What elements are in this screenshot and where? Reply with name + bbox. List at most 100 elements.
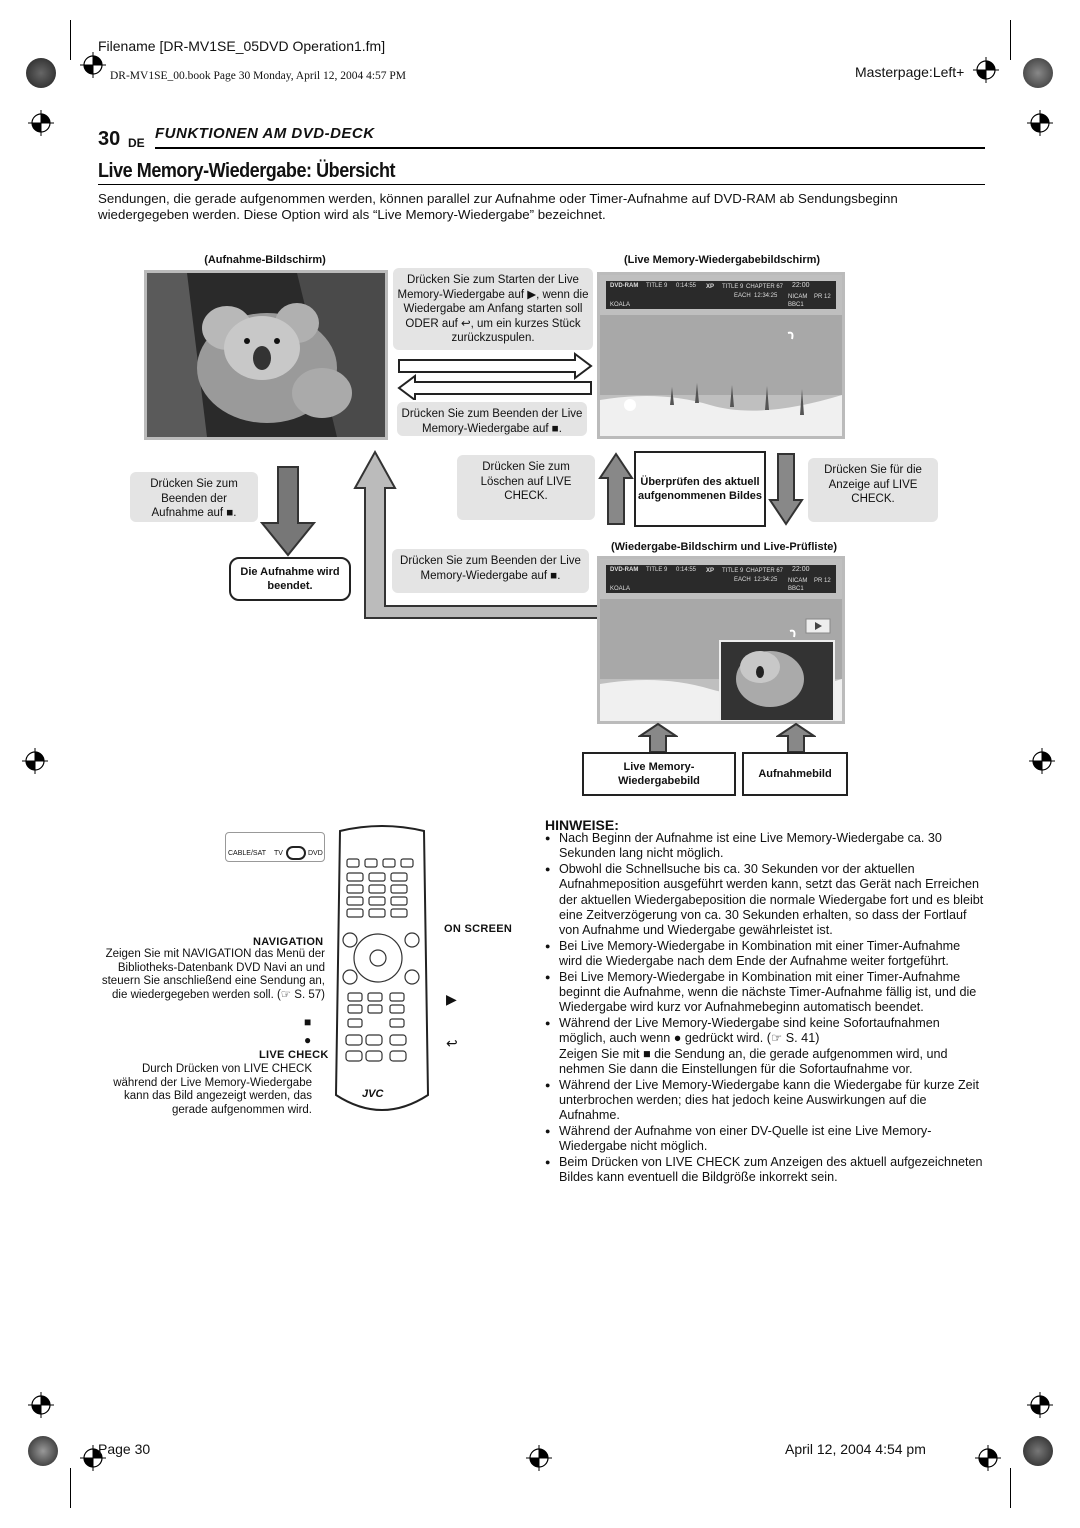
osd-pr: PR 12 bbox=[814, 294, 831, 300]
note-item: Während der Live Memory-Wiedergabe sind … bbox=[545, 1016, 985, 1047]
registration-mark-icon bbox=[526, 1445, 552, 1471]
box-live-image: Live Memory-Wiedergabebild bbox=[582, 752, 736, 796]
label-live-check: LIVE CHECK bbox=[259, 1049, 329, 1061]
osd-name: KOALA bbox=[610, 302, 631, 308]
osd-chapter: CHAPTER 67 bbox=[746, 568, 784, 574]
color-target-icon bbox=[1023, 1436, 1053, 1466]
section-title: FUNKTIONEN AM DVD-DECK bbox=[155, 125, 375, 142]
intro-paragraph: Sendungen, die gerade aufgenommen werden… bbox=[98, 191, 898, 222]
registration-mark-icon bbox=[80, 1445, 106, 1471]
osd-nicam: NICAM bbox=[788, 294, 808, 300]
osd-each: EACH bbox=[734, 577, 751, 583]
pane-end-recording: Drücken Sie zum Beenden der Aufnahme auf… bbox=[130, 472, 258, 522]
osd-time: 0:14:55 bbox=[676, 567, 697, 573]
registration-mark-icon bbox=[28, 1392, 54, 1418]
header-book-line: DR-MV1SE_00.book Page 30 Monday, April 1… bbox=[110, 70, 407, 82]
osd-elapsed: 12:34:25 bbox=[754, 577, 778, 583]
arrow-up-icon bbox=[638, 722, 678, 752]
osd-elapsed: 12:34:25 bbox=[754, 293, 778, 299]
note-subparagraph: Zeigen Sie mit ■ die Sendung an, die ger… bbox=[559, 1046, 948, 1077]
osd-time: 0:14:55 bbox=[676, 283, 697, 289]
osd-clock: 22:00 bbox=[792, 566, 810, 573]
osd-mode: DVD-RAM bbox=[610, 283, 639, 289]
osd-title2: TITLE 9 bbox=[722, 284, 744, 290]
notes-title: HINWEISE: bbox=[545, 817, 619, 833]
footer-date: April 12, 2004 4:54 pm bbox=[785, 1441, 926, 1457]
osd-title2: TITLE 9 bbox=[722, 568, 744, 574]
color-target-icon bbox=[28, 1436, 58, 1466]
arrow-return-up-icon bbox=[353, 449, 604, 619]
stop-icon: ■ bbox=[304, 1015, 312, 1029]
label-on-screen: ON SCREEN bbox=[444, 923, 513, 935]
osd-xp: XP bbox=[706, 568, 715, 574]
pane-show-live-check: Drücken Sie für die Anzeige auf LIVE CHE… bbox=[808, 458, 938, 522]
arrow-up-icon bbox=[598, 452, 634, 525]
section-lang: DE bbox=[128, 136, 145, 150]
section-number: 30 bbox=[98, 128, 121, 150]
osd-clock: 22:00 bbox=[792, 282, 810, 289]
mode-switch[interactable] bbox=[286, 846, 306, 860]
switch-label-tv: TV bbox=[274, 850, 283, 857]
notes-list: Nach Beginn der Aufnahme ist eine Live M… bbox=[545, 831, 985, 1185]
color-target-icon bbox=[1023, 58, 1053, 88]
note-item: Beim Drücken von LIVE CHECK zum Anzeigen… bbox=[545, 1155, 985, 1186]
arrow-down-icon bbox=[768, 453, 804, 526]
live-memory-screen: DVD-RAM TITLE 9 0:14:55 XP TITLE 9 CHAPT… bbox=[597, 272, 845, 439]
osd-pr: PR 12 bbox=[814, 578, 831, 584]
header-masterpage: Masterpage:Left+ bbox=[855, 64, 965, 80]
osd-nicam: NICAM bbox=[788, 578, 808, 584]
osd-bar: DVD-RAM TITLE 9 0:14:55 XP TITLE 9 CHAPT… bbox=[606, 565, 836, 593]
registration-mark-icon bbox=[1029, 748, 1055, 774]
osd-channel: BBC1 bbox=[788, 586, 804, 592]
note-item: Während der Aufnahme von einer DV-Quelle… bbox=[545, 1124, 985, 1155]
osd-bar: DVD-RAM TITLE 9 0:14:55 XP TITLE 9 CHAPT… bbox=[606, 281, 836, 309]
caption-check-screen: (Wiedergabe-Bildschirm und Live-Prüflist… bbox=[610, 541, 838, 553]
footer-page: Page 30 bbox=[98, 1441, 151, 1457]
pane-end-live-2: Drücken Sie zum Beenden der Live Memory-… bbox=[392, 549, 589, 593]
registration-mark-icon bbox=[1027, 110, 1053, 136]
registration-mark-icon bbox=[80, 52, 106, 78]
osd-xp: XP bbox=[706, 284, 715, 290]
record-icon: ● bbox=[304, 1033, 312, 1047]
osd-title: TITLE 9 bbox=[646, 283, 668, 289]
color-target-icon bbox=[26, 58, 56, 88]
arrow-right-left-icon bbox=[397, 352, 593, 400]
koala-photo-icon bbox=[147, 273, 385, 437]
note-item: Obwohl die Schnellsuche bis ca. 30 Sekun… bbox=[545, 862, 985, 939]
remote-brand-logo: JVC bbox=[362, 1088, 384, 1100]
header-filename: Filename [DR-MV1SE_05DVD Operation1.fm] bbox=[98, 38, 386, 54]
remote-switch-panel: CABLE/SAT TV DVD bbox=[225, 832, 325, 862]
registration-mark-icon bbox=[973, 57, 999, 83]
navigation-text: Zeigen Sie mit NAVIGATION das Menü der B… bbox=[101, 948, 325, 1001]
play-icon: ▶ bbox=[446, 991, 457, 1007]
pane-end-live-1: Drücken Sie zum Beenden der Live Memory-… bbox=[397, 402, 587, 436]
switch-label-dvd: DVD bbox=[308, 850, 323, 857]
registration-mark-icon bbox=[28, 110, 54, 136]
live-check-screen: DVD-RAM TITLE 9 0:14:55 XP TITLE 9 CHAPT… bbox=[597, 556, 845, 724]
switch-label-cable: CABLE/SAT bbox=[228, 850, 266, 857]
osd-title: TITLE 9 bbox=[646, 567, 668, 573]
arrow-down-icon bbox=[259, 466, 317, 557]
recording-screen-image bbox=[144, 270, 388, 440]
skip-back-icon: ↩ bbox=[446, 1035, 458, 1051]
caption-recording-screen: (Aufnahme-Bildschirm) bbox=[204, 254, 326, 266]
registration-mark-icon bbox=[22, 748, 48, 774]
note-item: Bei Live Memory-Wiedergabe in Kombinatio… bbox=[545, 970, 985, 1016]
caption-live-screen: (Live Memory-Wiedergabebildschirm) bbox=[623, 254, 821, 266]
osd-name: KOALA bbox=[610, 586, 631, 592]
page-title: Live Memory-Wiedergabe: Übersicht bbox=[98, 160, 396, 182]
osd-mode: DVD-RAM bbox=[610, 567, 639, 573]
note-item: Nach Beginn der Aufnahme ist eine Live M… bbox=[545, 831, 985, 862]
osd-channel: BBC1 bbox=[788, 302, 804, 308]
registration-mark-icon bbox=[1027, 1392, 1053, 1418]
registration-mark-icon bbox=[975, 1445, 1001, 1471]
osd-chapter: CHAPTER 67 bbox=[746, 284, 784, 290]
remote-control-body bbox=[334, 825, 430, 1111]
box-check-current-image: Überprüfen des aktuell aufgenommenen Bil… bbox=[634, 451, 766, 527]
label-navigation: NAVIGATION bbox=[253, 936, 324, 948]
box-recording-ended: Die Aufnahme wird beendet. bbox=[229, 557, 351, 601]
arrow-up-icon bbox=[776, 722, 816, 752]
osd-each: EACH bbox=[734, 293, 751, 299]
box-recording-image: Aufnahmebild bbox=[742, 752, 848, 796]
note-item: Während der Live Memory-Wiedergabe kann … bbox=[545, 1078, 985, 1124]
